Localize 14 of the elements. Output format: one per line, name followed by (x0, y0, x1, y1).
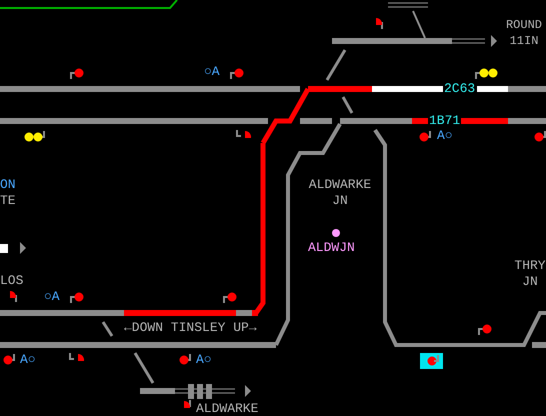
auto-indicator: ○A (204, 64, 220, 80)
location-label: ALDWARKE (196, 401, 258, 416)
location-label: TE (0, 193, 16, 209)
line-direction-label: ←DOWN TINSLEY UP→ (124, 320, 257, 336)
location-label: ROUND 11IN (504, 17, 543, 49)
auto-indicator: ○A (44, 289, 60, 305)
location-label: ALDWJN (308, 240, 355, 256)
location-label: ON (0, 177, 16, 193)
location-label: THRY JN (514, 258, 546, 290)
auto-indicator: A○ (437, 128, 453, 144)
location-label: ALDWARKE JN (308, 177, 372, 209)
location-label: LOS (0, 273, 24, 289)
auto-indicator: A○ (20, 352, 36, 368)
auto-indicator: A○ (196, 352, 212, 368)
